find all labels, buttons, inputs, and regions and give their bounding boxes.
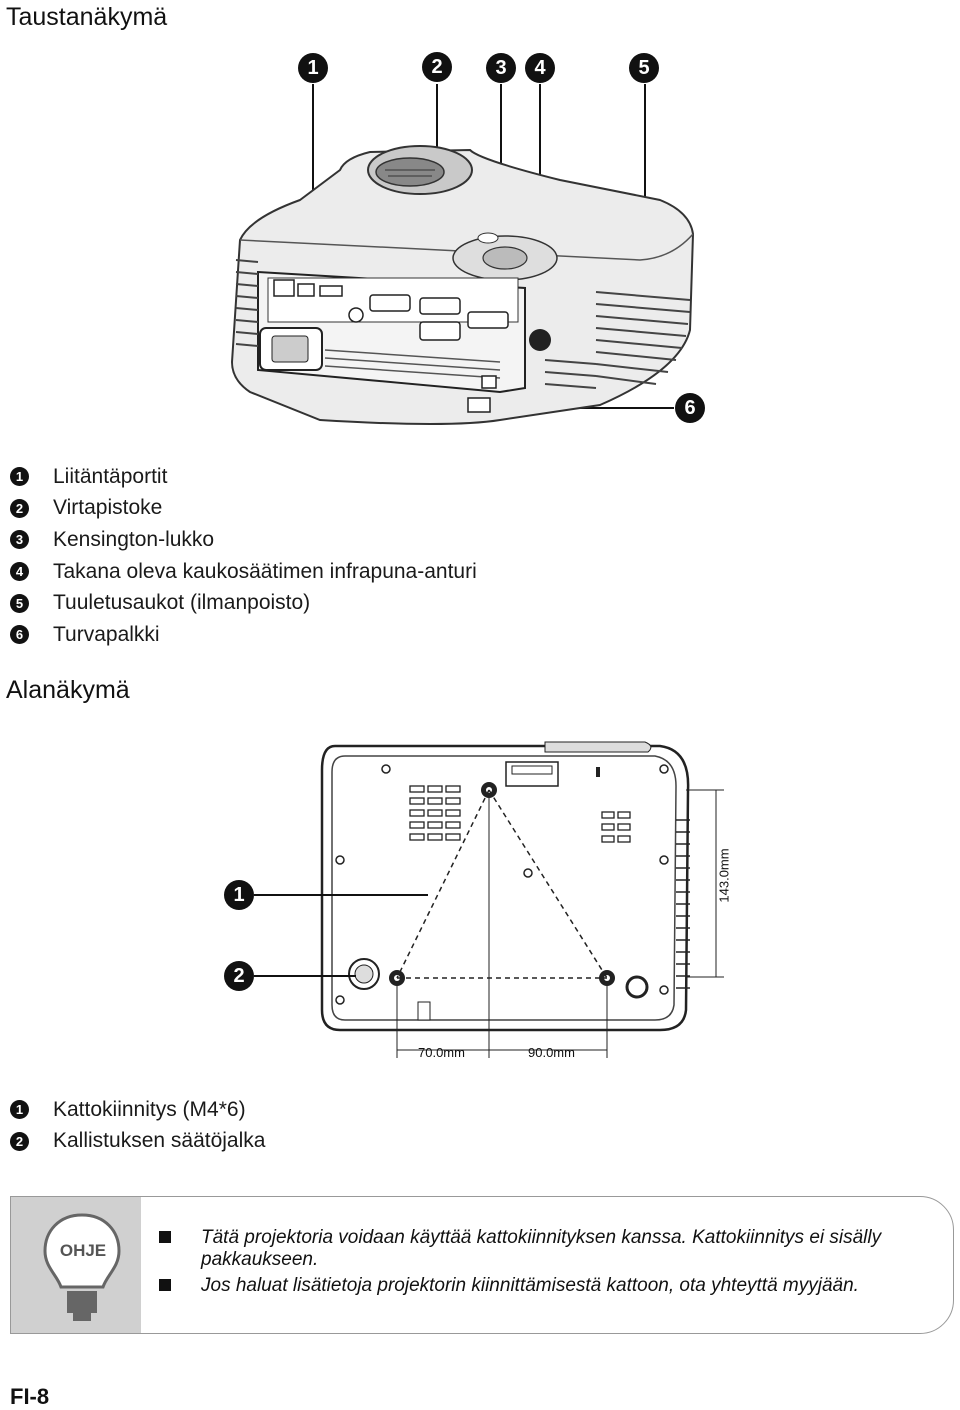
rear-callout-3: 3 (486, 53, 516, 83)
dimension-right: 90.0mm (528, 1045, 575, 1060)
rear-callout-4: 4 (525, 53, 555, 83)
dimension-depth: 143.0mm (716, 848, 732, 903)
rear-callout-2: 2 (422, 52, 452, 82)
note-sidebar: OHJE (11, 1197, 141, 1333)
bottom-callout-2: 2 (224, 961, 254, 991)
page-number: FI-8 (10, 1384, 50, 1409)
dimension-left: 70.0mm (418, 1045, 465, 1060)
note-item: Tätä projektoria voidaan käyttää kattoki… (159, 1227, 933, 1271)
bottom-view-title: Alanäkymä (6, 676, 130, 704)
bottom-callout-1: 1 (224, 880, 254, 910)
note-item: Jos haluat lisätietoja projektorin kiinn… (159, 1275, 933, 1297)
note-list: Tätä projektoria voidaan käyttää kattoki… (159, 1227, 933, 1301)
projector-rear-illustration (230, 84, 695, 425)
rear-callout-5: 5 (629, 53, 659, 83)
rear-view-title: Taustanäkymä (6, 3, 168, 31)
note-box: OHJE Tätä projektoria voidaan käyttää ka… (10, 1196, 954, 1334)
note-label: OHJE (59, 1241, 107, 1260)
lightbulb-icon (43, 1213, 121, 1321)
rear-callout-6: 6 (675, 393, 705, 423)
rear-callout-1: 1 (298, 53, 328, 83)
projector-bottom-illustration (254, 741, 724, 1058)
